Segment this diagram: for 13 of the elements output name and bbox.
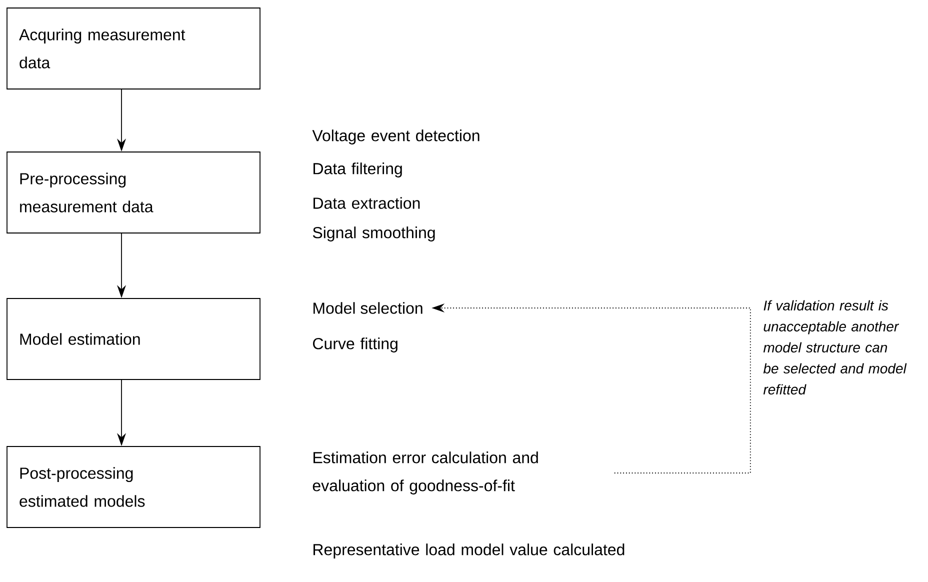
step-text: Data filtering xyxy=(314,162,402,178)
step-text: Signal smoothing xyxy=(312,226,435,242)
step-text: Data extraction xyxy=(314,197,420,209)
step-text: Representative load model value calculated xyxy=(314,544,624,558)
step-text: Estimation error calculation and evaluation of goodness-of-fit xyxy=(312,452,538,494)
process-box: Acquring measurement data xyxy=(6,8,260,90)
step-text: Model selection xyxy=(314,302,422,314)
step-text: Curve fitting xyxy=(313,338,398,352)
step-text: Voltage event detection xyxy=(312,130,480,144)
process-box: Model estimation xyxy=(6,298,260,380)
process-box: Post-processing estimated models xyxy=(6,446,260,528)
process-box: Pre-processing measurement data xyxy=(6,152,260,234)
edge-label: If validation result is unacceptable another model structure can be selected and model refitted xyxy=(763,300,907,394)
